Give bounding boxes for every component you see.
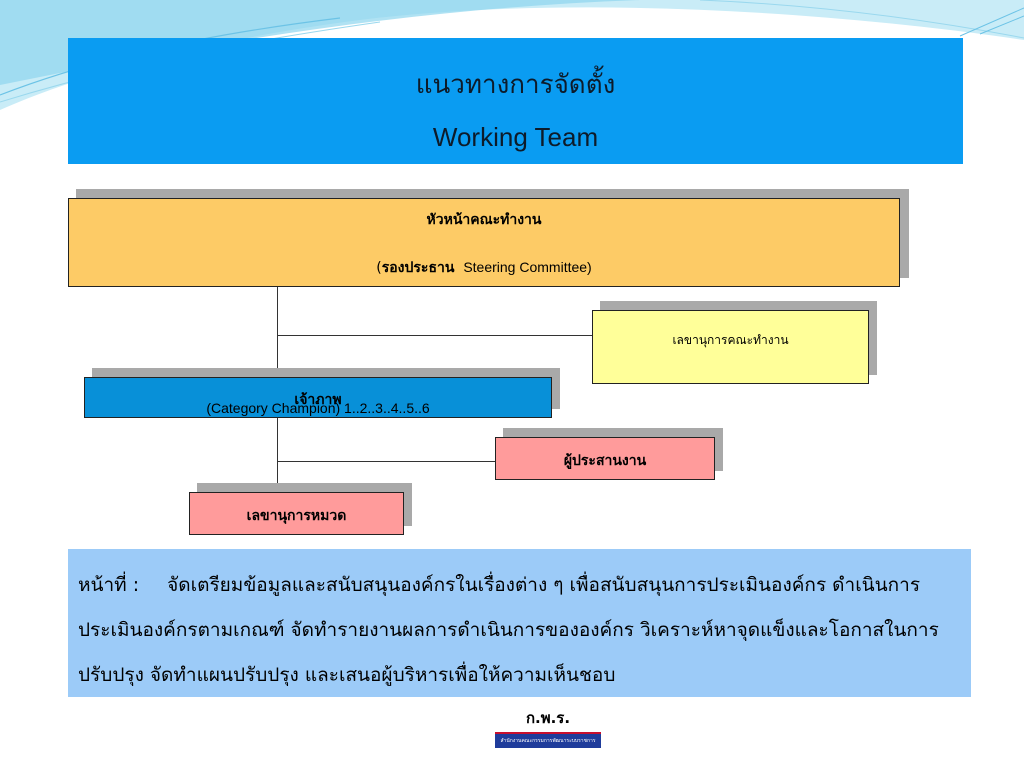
head-subtitle-english: Steering Committee) (463, 259, 592, 275)
head-subtitle-thai: รองประธาน (381, 260, 455, 276)
coordinator-label: ผู้ประสานงาน (563, 453, 647, 469)
head-title: หัวหน้าคณะทำงาน (426, 212, 542, 228)
duty-text: จัดเตรียมข้อมูลและสนับสนุนองค์กรในเรื่อง… (78, 574, 939, 686)
head-subtitle: (รองประธาน Steering Committee) (376, 259, 592, 276)
connector-vertical-bottom (277, 418, 278, 492)
connector-to-working-team-secretary (277, 335, 592, 336)
title-banner: แนวทางการจัดตั้ง Working Team (68, 38, 963, 164)
working-team-secretary-label: เลขานุการคณะทำงาน (672, 333, 789, 347)
connector-to-coordinator (277, 461, 495, 462)
page-title-thai: แนวทางการจัดตั้ง (415, 70, 616, 100)
connector-vertical-top (277, 287, 278, 377)
category-champion-box: เจ้าภาพ (Category Champion) 1..2..3..4..… (84, 377, 552, 418)
logo-subtitle-bar: สำนักงานคณะกรรมการพัฒนาระบบราชการ (495, 734, 601, 748)
head-of-working-team-box: หัวหน้าคณะทำงาน (รองประธาน Steering Comm… (68, 198, 900, 287)
logo-name: ก.พ.ร. (495, 704, 601, 734)
category-secretary-label: เลขานุการหมวด (246, 508, 347, 524)
category-secretary-box: เลขานุการหมวด (189, 492, 404, 535)
coordinator-box: ผู้ประสานงาน (495, 437, 715, 480)
working-team-secretary-box: เลขานุการคณะทำงาน (592, 310, 869, 384)
opdc-logo: ก.พ.ร. สำนักงานคณะกรรมการพัฒนาระบบราชการ (495, 704, 601, 748)
category-champion-label: เจ้าภาพ (Category Champion) 1..2..3..4..… (206, 392, 430, 416)
duty-description-box: หน้าที่ :จัดเตรียมข้อมูลและสนับสนุนองค์ก… (68, 549, 971, 697)
page-title-english: Working Team (432, 122, 599, 152)
duty-label: หน้าที่ : (78, 574, 140, 596)
logo-subtitle: สำนักงานคณะกรรมการพัฒนาระบบราชการ (500, 738, 596, 744)
